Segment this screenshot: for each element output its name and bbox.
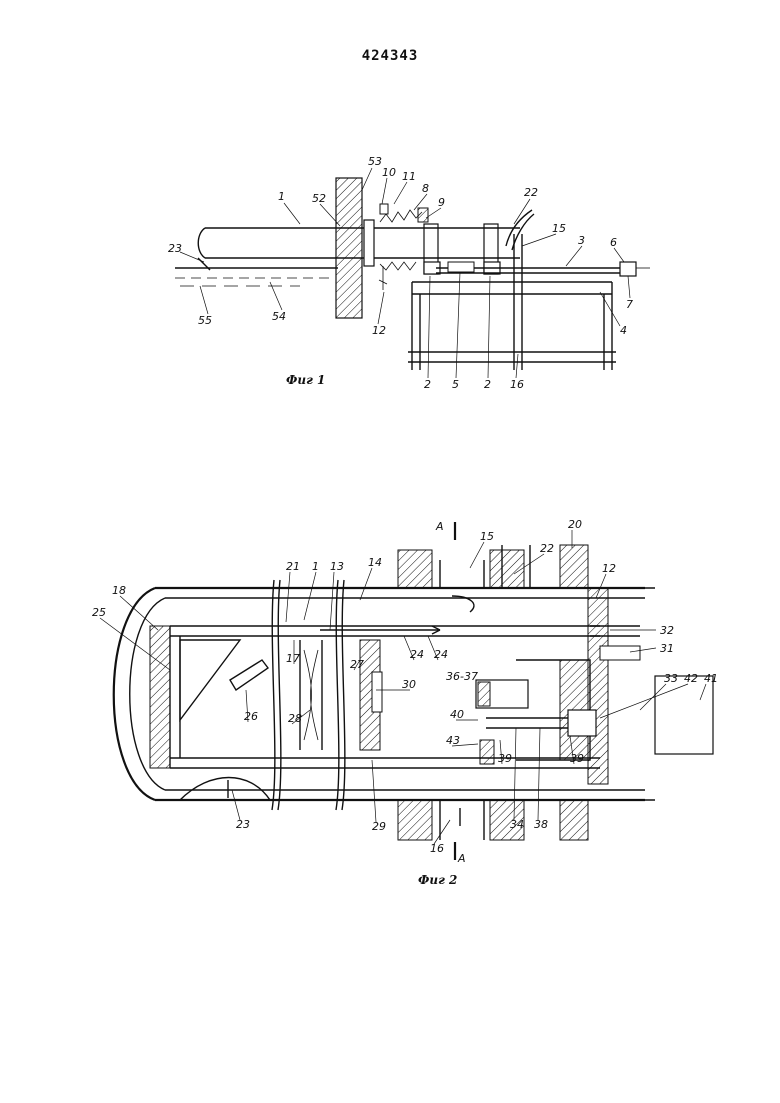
fig2-label-17: 17 — [286, 652, 300, 665]
fig1-label-9: 9 — [438, 196, 445, 209]
fig2-caption: Фиг 2 — [418, 873, 457, 887]
fig2-label-20: 20 — [568, 518, 582, 531]
fig2-label-36-37: 36-37 — [446, 670, 478, 683]
fig2-label-41: 41 — [704, 672, 718, 685]
fig1-label-3: 3 — [578, 234, 585, 247]
fig1-label-53: 53 — [368, 155, 382, 168]
fig2-label-24a: 24 — [410, 648, 424, 661]
fig1-label-11: 11 — [402, 170, 416, 183]
fig1-label-6: 6 — [610, 236, 617, 249]
figure-1-drawing — [175, 178, 650, 370]
fig1-label-16: 16 — [510, 378, 524, 391]
fig2-label-A-bottom: A — [457, 852, 466, 865]
fig1-label-7: 7 — [626, 298, 633, 311]
fig1-label-5: 5 — [452, 378, 459, 391]
fig1-caption: Фиг 1 — [286, 373, 325, 387]
fig2-label-28: 28 — [288, 712, 302, 725]
fig2-label-40: 40 — [450, 708, 464, 721]
fig2-label-29: 29 — [372, 820, 386, 833]
fig1-label-4: 4 — [620, 324, 627, 337]
fig1-label-10: 10 — [382, 166, 396, 179]
fig1-label-12: 12 — [372, 324, 386, 337]
fig1-label-55: 55 — [198, 314, 212, 327]
fig2-label-16: 16 — [430, 842, 444, 855]
fig2-label-13: 13 — [330, 560, 344, 573]
fig2-label-14: 14 — [368, 556, 382, 569]
fig2-label-22: 22 — [540, 542, 554, 555]
fig2-label-39a: 39 — [498, 752, 512, 765]
fig2-label-A-top: A — [435, 520, 444, 533]
fig2-label-25: 25 — [92, 606, 106, 619]
fig2-label-42: 42 — [684, 672, 698, 685]
fig1-label-15: 15 — [552, 222, 566, 235]
fig2-label-39b: 39 — [570, 752, 584, 765]
fig2-label-38: 38 — [534, 818, 548, 831]
fig2-label-32: 32 — [660, 624, 674, 637]
fig2-label-34: 34 — [510, 818, 524, 831]
fig2-label-23: 23 — [236, 818, 250, 831]
fig2-label-33: 33 — [664, 672, 678, 685]
figure-2-drawing — [114, 522, 713, 860]
fig2-label-15: 15 — [480, 530, 494, 543]
fig2-label-21: 21 — [286, 560, 300, 573]
fig2-label-43: 43 — [446, 734, 460, 747]
fig1-label-52: 52 — [312, 192, 326, 205]
fig2-label-26: 26 — [244, 710, 258, 723]
fig1-label-23: 23 — [168, 242, 182, 255]
fig1-label-8: 8 — [422, 182, 429, 195]
fig2-label-30: 30 — [402, 678, 416, 691]
fig1-label-22: 22 — [524, 186, 538, 199]
fig2-label-24b: 24 — [434, 648, 448, 661]
fig2-label-31: 31 — [660, 642, 674, 655]
fig1-label-1: 1 — [278, 190, 285, 203]
fig2-label-12: 12 — [602, 562, 616, 575]
fig2-label-1: 1 — [312, 560, 319, 573]
fig1-label-54: 54 — [272, 310, 286, 323]
fig1-label-2a: 2 — [424, 378, 431, 391]
fig2-label-18: 18 — [112, 584, 126, 597]
fig1-label-2b: 2 — [484, 378, 491, 391]
